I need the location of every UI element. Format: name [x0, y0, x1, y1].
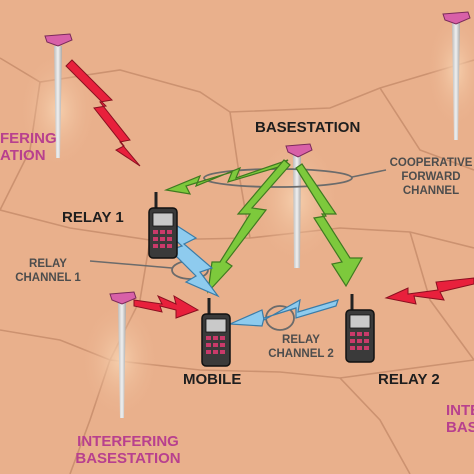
- label-relay2: RELAY 2: [378, 371, 440, 388]
- phone-relay1: [148, 192, 178, 259]
- tower-main-basestation: [285, 143, 313, 268]
- label-cooperative-forward-channel: COOPERATIVE FORWARD CHANNEL: [386, 156, 474, 198]
- blue-link-relay2-to-mobile: [229, 298, 339, 327]
- label-interfering-bottom-line2: BASESTATION: [75, 450, 181, 467]
- label-interfering-basestation-right: INTE BAS: [446, 402, 474, 436]
- green-link-to-mobile: [207, 159, 291, 294]
- green-link-to-relay2: [295, 163, 364, 288]
- phone-mobile: [201, 298, 231, 367]
- tower-interfering-bottom: [109, 291, 137, 418]
- phone-relay2: [345, 294, 375, 363]
- label-cooperative-line2: FORWARD: [401, 171, 461, 183]
- label-cooperative-line1: COOPERATIVE: [389, 157, 473, 169]
- label-interfering-right-line1: INTE: [446, 402, 474, 419]
- label-interfering-bottom-line1: INTERFERING: [77, 433, 179, 450]
- red-interference-bottom: [133, 294, 200, 319]
- label-interfering-basestation-left: FERING ATION: [0, 130, 57, 164]
- tower-top-left: [44, 33, 73, 158]
- label-relay1: RELAY 1: [62, 209, 124, 226]
- label-relay-channel2: RELAY CHANNEL 2: [256, 333, 346, 361]
- label-interfering-left-line2: ATION: [0, 147, 46, 164]
- red-interference-right: [384, 277, 474, 305]
- label-relay-channel1-line2: CHANNEL 1: [15, 272, 81, 284]
- label-relay-channel1: RELAY CHANNEL 1: [6, 257, 90, 285]
- red-interference-top-left: [65, 59, 141, 167]
- label-relay-channel2-line2: CHANNEL 2: [268, 348, 334, 360]
- label-relay-channel2-line1: RELAY: [282, 334, 320, 346]
- label-cooperative-line3: CHANNEL: [402, 185, 460, 197]
- label-basestation: BASESTATION: [255, 119, 361, 136]
- label-relay-channel1-line1: RELAY: [29, 258, 67, 270]
- label-mobile: MOBILE: [183, 371, 242, 388]
- label-interfering-left-line1: FERING: [0, 130, 57, 147]
- label-interfering-basestation-bottom: INTERFERING BASESTATION: [64, 433, 192, 467]
- green-link-to-relay1: [163, 159, 289, 195]
- label-interfering-right-line2: BAS: [446, 419, 474, 436]
- tower-top-right: [442, 11, 471, 140]
